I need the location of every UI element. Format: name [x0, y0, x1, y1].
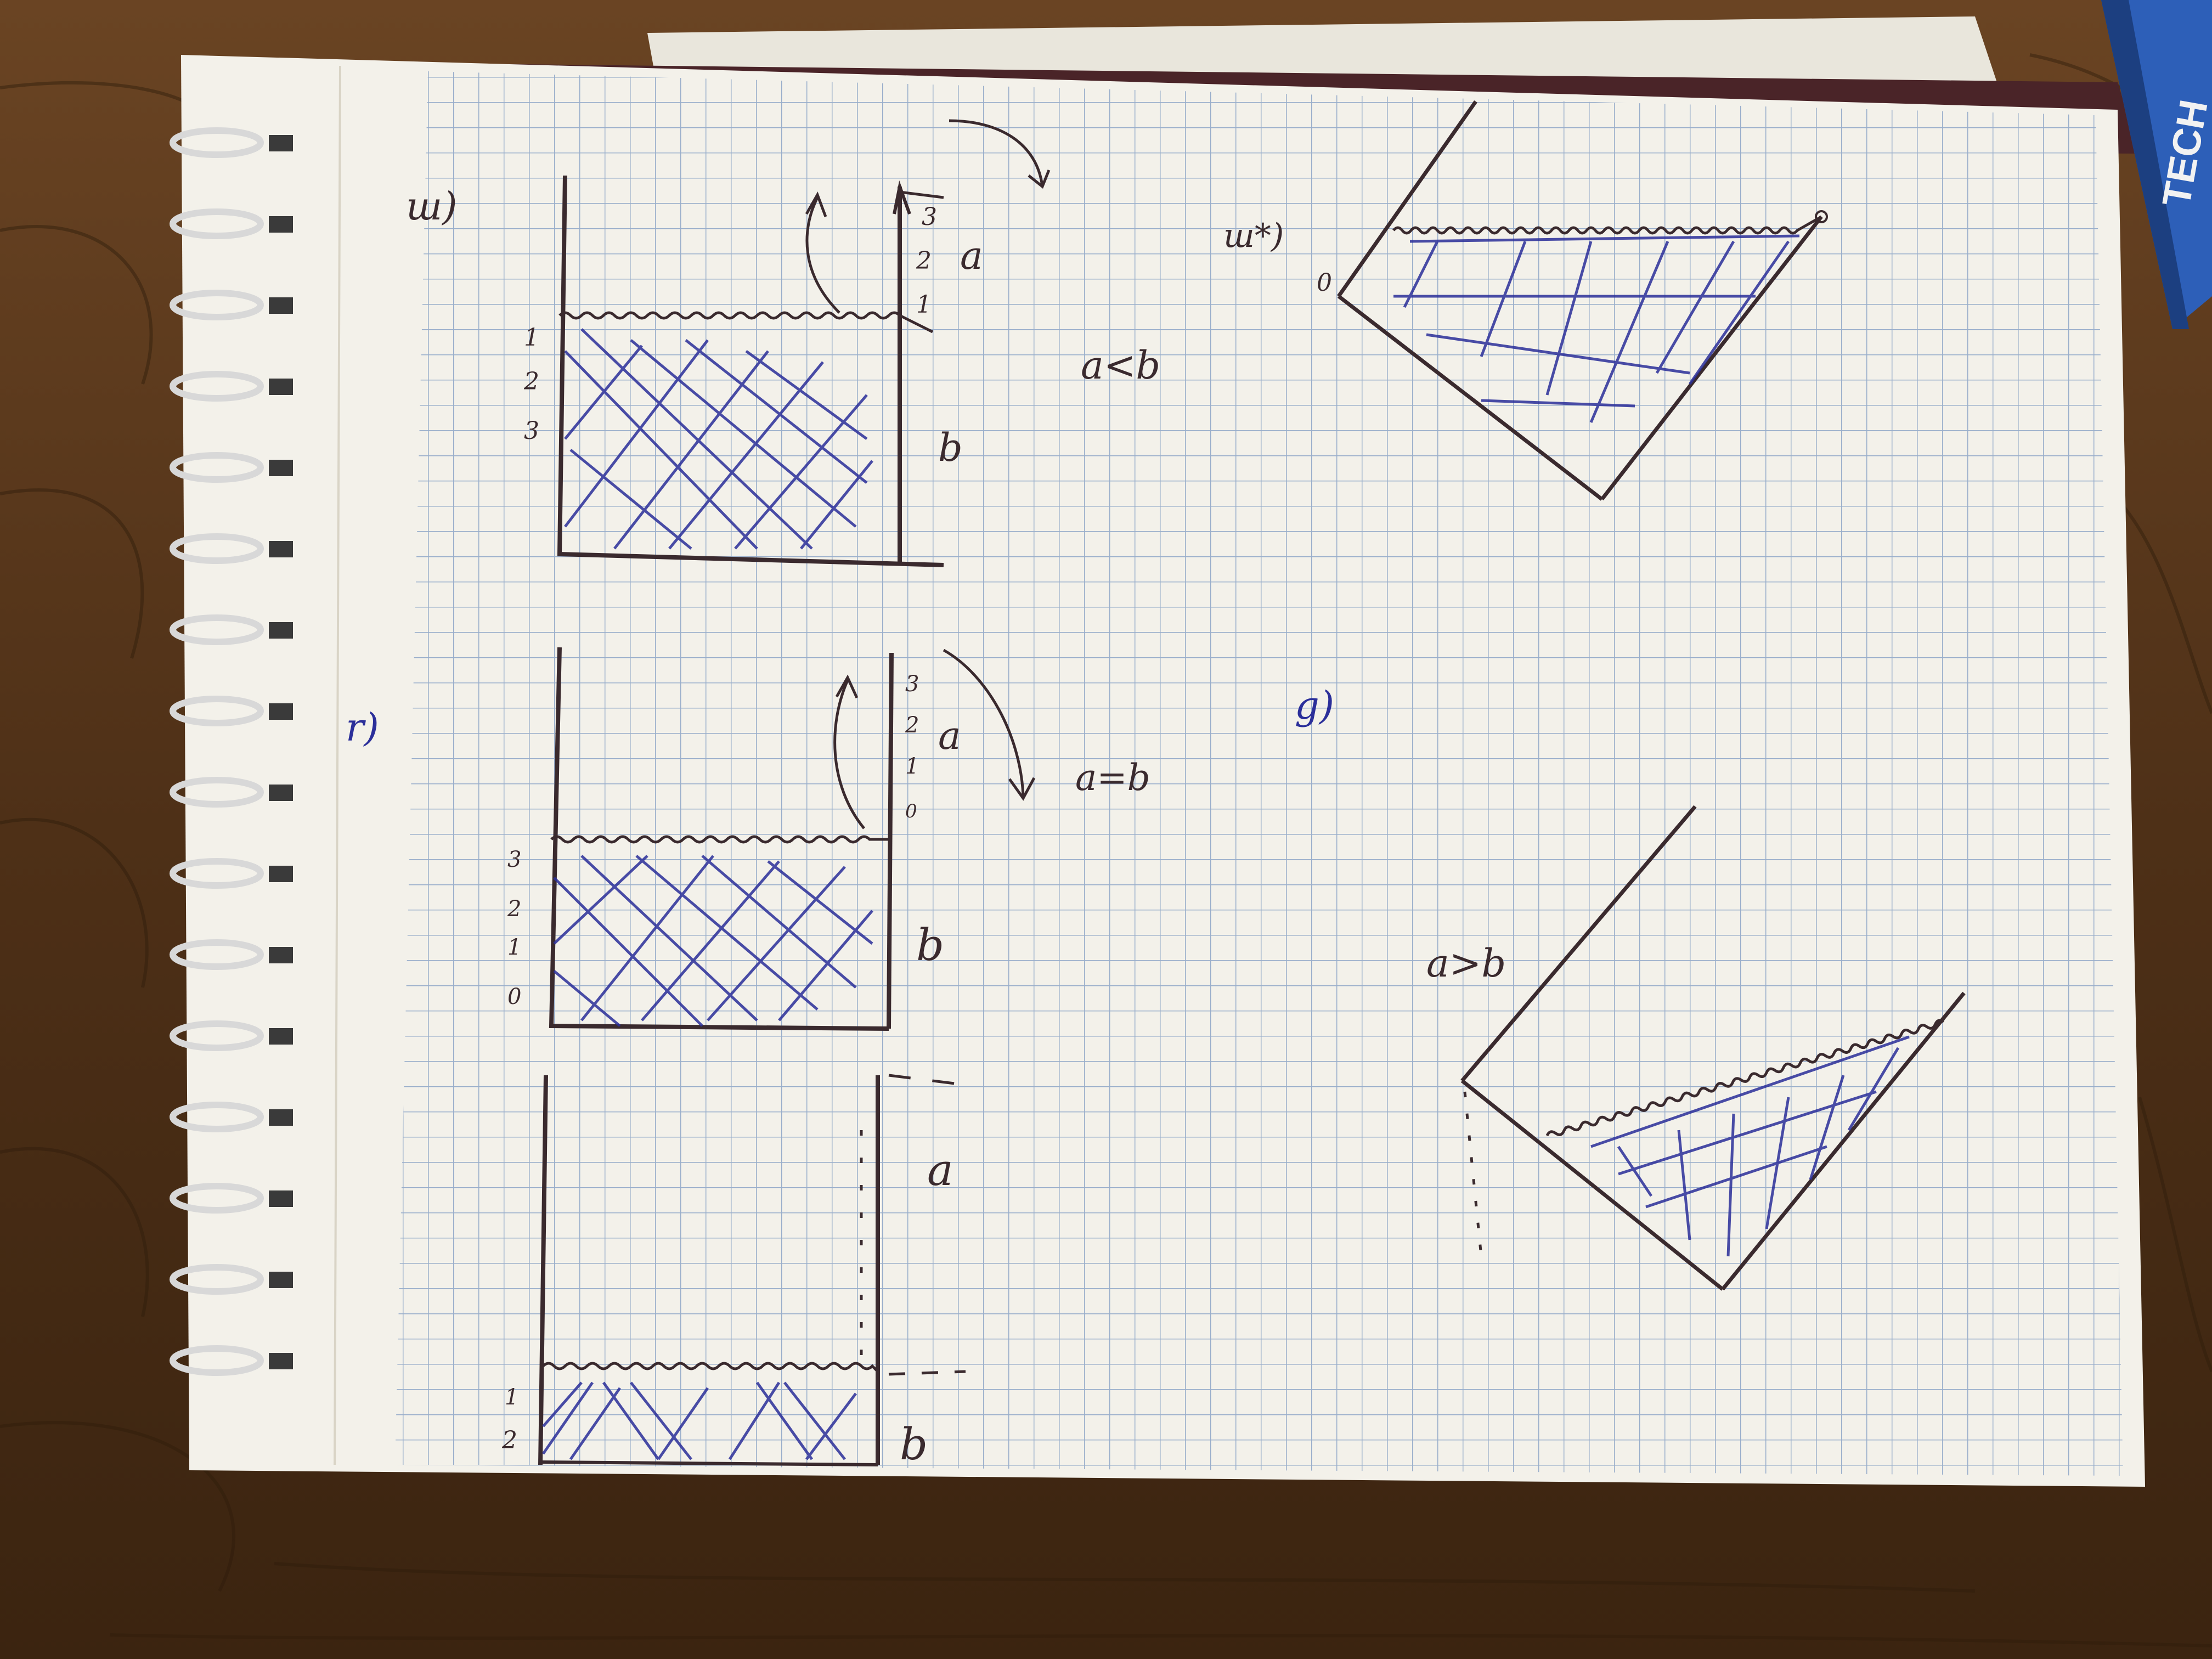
- binding-hole: [269, 541, 293, 557]
- pen: TECH: [2101, 0, 2212, 329]
- left-tick: 2: [523, 368, 539, 396]
- binding-hole: [269, 785, 293, 801]
- spiral-binding: [170, 127, 293, 1376]
- binding-hole: [269, 460, 293, 476]
- top-letter: a: [938, 713, 961, 758]
- binding-hole: [269, 135, 293, 151]
- left-tick: 3: [507, 847, 521, 872]
- spiral-ring: [170, 1020, 264, 1051]
- graph-grid: [395, 71, 2123, 1476]
- left-tick: 3: [524, 417, 539, 445]
- left-tick: 1: [505, 1385, 518, 1410]
- binding-hole: [269, 703, 293, 720]
- spiral-ring: [170, 777, 264, 808]
- binding-hole: [269, 297, 293, 314]
- bottom-letter: b: [938, 425, 963, 470]
- binding-hole: [269, 622, 293, 639]
- wood-grain: [0, 53, 2212, 1647]
- top-tick: 1: [905, 754, 919, 779]
- top-tick: 2: [905, 713, 919, 738]
- spiral-ring: [170, 452, 264, 483]
- label-first: ш): [406, 184, 458, 229]
- binding-hole: [269, 1353, 293, 1369]
- left-tick: 0: [507, 984, 521, 1009]
- spiral-ring: [170, 696, 264, 726]
- diagram-third: a 1 2 b: [501, 1074, 966, 1470]
- spiral-ring: [170, 290, 264, 320]
- spiral-ring: [170, 1102, 264, 1132]
- spiral-ring: [170, 533, 264, 564]
- diagram-second: r) 3 2 1 0 a 3 2 1 0 b a=b: [346, 647, 1150, 1031]
- relation: a<b: [1081, 343, 1160, 388]
- left-tick: 2: [507, 896, 521, 922]
- top-tick: 0: [905, 800, 917, 822]
- binding-hole: [269, 1190, 293, 1207]
- top-tick: 3: [922, 203, 937, 231]
- top-tick: 1: [916, 291, 932, 319]
- binding-hole: [269, 1109, 293, 1126]
- top-letter: a: [960, 233, 983, 278]
- left-tick: 1: [524, 324, 539, 352]
- spiral-ring: [170, 939, 264, 970]
- left-tick: 2: [501, 1426, 517, 1454]
- spiral-ring: [170, 858, 264, 889]
- binding-hole: [269, 1028, 293, 1045]
- binding-hole: [269, 379, 293, 395]
- relation: a>b: [1426, 941, 1506, 986]
- top-tick: 3: [905, 672, 919, 697]
- spiral-ring: [170, 614, 264, 645]
- binding-hole: [269, 1272, 293, 1288]
- spiral-ring: [170, 1183, 264, 1214]
- side-zero: 0: [1317, 269, 1332, 297]
- binding-hole: [269, 866, 293, 882]
- bottom-letter: b: [916, 919, 944, 970]
- side-label: ш*): [1223, 217, 1284, 255]
- diagram-first-rotated: ш*) 0: [1223, 100, 1828, 501]
- top-tick: 2: [916, 247, 932, 275]
- relation: a=b: [1075, 757, 1150, 799]
- spiral-ring: [170, 208, 264, 239]
- binding-hole: [269, 947, 293, 963]
- spiral-ring: [170, 1264, 264, 1295]
- diagram-first: ш) 3 2 1 a 1 2 3 b a<b: [406, 119, 1160, 567]
- top-letter: a: [927, 1144, 953, 1195]
- spiral-ring: [170, 127, 264, 158]
- diagram-fourth: g) a>b: [1295, 683, 1966, 1291]
- spiral-ring: [170, 1345, 264, 1376]
- label-fourth: g): [1295, 683, 1334, 728]
- binding-hole: [269, 216, 293, 233]
- page-margin: [334, 65, 341, 1465]
- bottom-letter: b: [900, 1419, 928, 1470]
- spiral-ring: [170, 371, 264, 402]
- label-second: r): [346, 705, 379, 750]
- left-tick: 1: [507, 935, 521, 960]
